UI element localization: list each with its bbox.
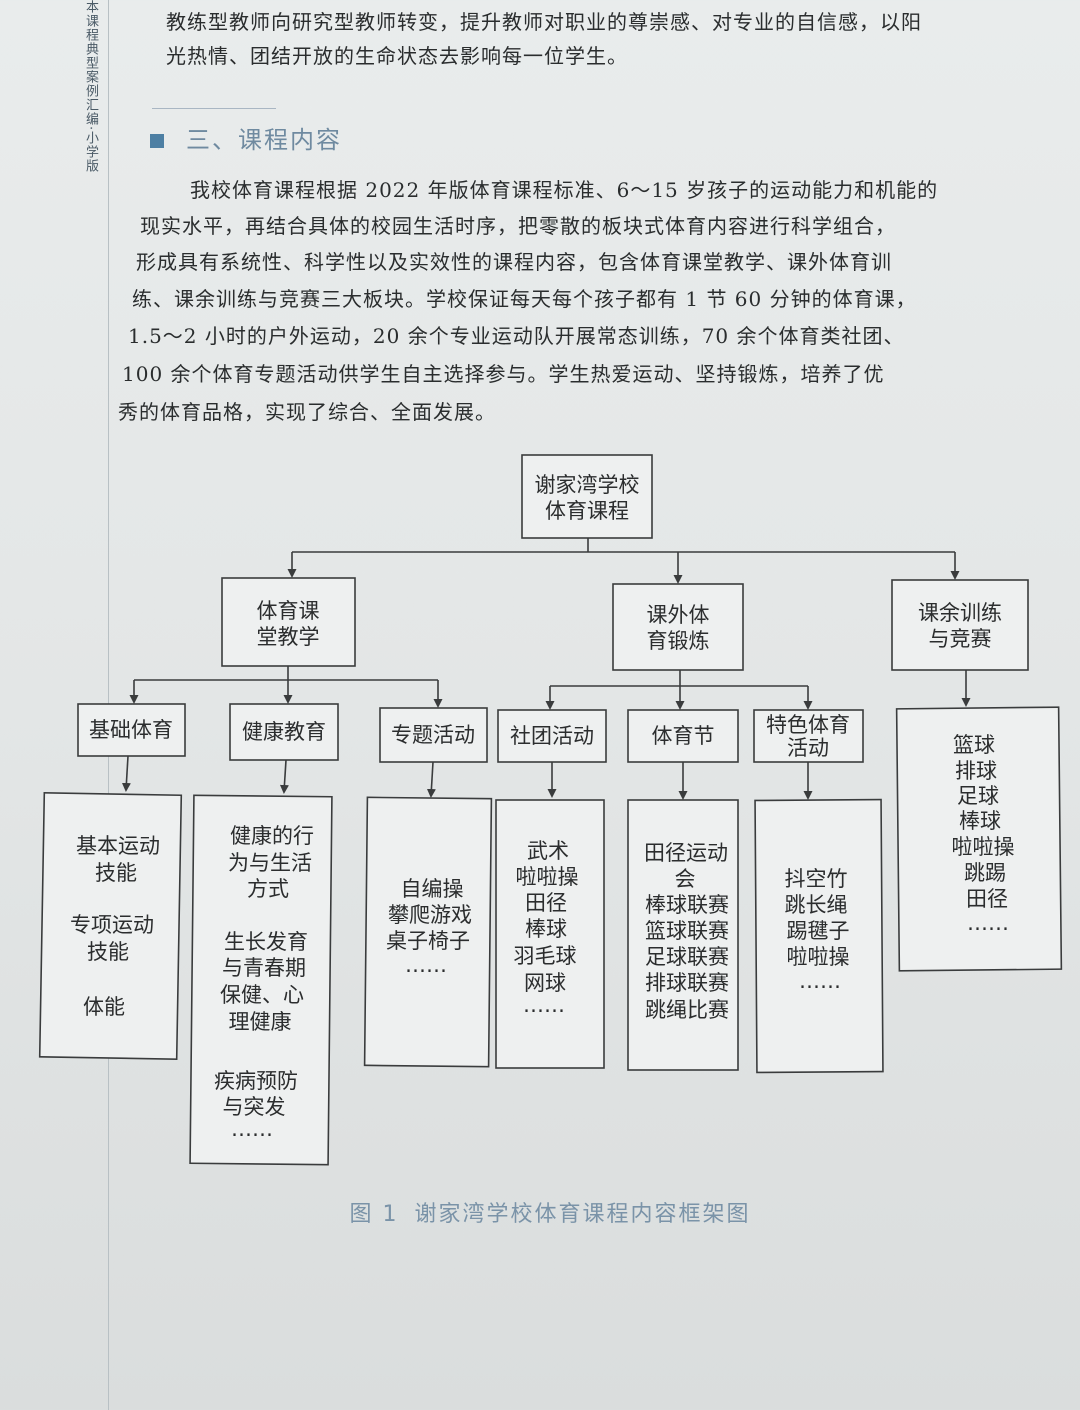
body-line-1: 我校体育课程根据 2022 年版体育课程标准、6～15 岁孩子的运动能力和机能的 <box>190 178 939 202</box>
svg-text:篮球联赛: 篮球联赛 <box>645 919 729 943</box>
category-health-education: 健康教育 <box>229 703 339 761</box>
svg-text:与竞赛: 与竞赛 <box>929 627 992 651</box>
svg-text:排球联赛: 排球联赛 <box>645 971 729 995</box>
svg-text:跳绳比赛: 跳绳比赛 <box>645 998 729 1022</box>
svg-text:技能: 技能 <box>87 940 129 964</box>
svg-text:羽毛球: 羽毛球 <box>514 944 577 968</box>
svg-text:啦啦操: 啦啦操 <box>787 945 850 969</box>
svg-text:基本运动: 基本运动 <box>76 834 160 858</box>
svg-text:基础体育: 基础体育 <box>89 718 173 742</box>
leaf-featured-activities: 抖空竹 跳长绳 踢毽子 啦啦操 …… <box>754 798 884 1074</box>
svg-text:踢毽子: 踢毽子 <box>787 919 850 943</box>
intro-line-1: 教练型教师向研究型教师转变，提升教师对职业的尊崇感、对专业的自信感，以阳 <box>166 10 922 34</box>
svg-text:……: …… <box>231 1117 273 1141</box>
diagram-root-node: 谢家湾学校 体育课程 <box>521 454 653 539</box>
svg-text:排球: 排球 <box>955 759 997 783</box>
svg-text:棒球: 棒球 <box>959 809 1001 833</box>
svg-text:体能: 体能 <box>83 995 125 1019</box>
svg-text:堂教学: 堂教学 <box>257 625 320 649</box>
svg-text:理健康: 理健康 <box>229 1010 292 1034</box>
svg-text:技能: 技能 <box>95 861 137 885</box>
svg-text:网球: 网球 <box>524 971 566 995</box>
svg-text:啦啦操: 啦啦操 <box>952 835 1015 859</box>
category-clubs: 社团活动 <box>497 709 607 763</box>
figure-number: 图 1 <box>349 1202 399 1227</box>
svg-text:……: …… <box>799 969 841 993</box>
leaf-sports-festival: 田径运动 会 棒球联赛 篮球联赛 足球联赛 排球联赛 跳绳比赛 <box>627 799 739 1071</box>
svg-text:……: …… <box>405 953 447 977</box>
svg-text:跳长绳: 跳长绳 <box>785 893 848 917</box>
svg-text:体育课程: 体育课程 <box>545 499 629 523</box>
svg-text:足球联赛: 足球联赛 <box>645 945 729 969</box>
svg-text:专题活动: 专题活动 <box>391 723 475 747</box>
svg-text:方式: 方式 <box>247 877 289 901</box>
svg-text:体育节: 体育节 <box>652 724 715 748</box>
svg-text:疾病预防: 疾病预防 <box>214 1069 298 1093</box>
svg-text:足球: 足球 <box>957 784 999 808</box>
svg-text:健康教育: 健康教育 <box>242 720 326 744</box>
svg-text:与突发: 与突发 <box>223 1095 286 1119</box>
diagram-connectors <box>121 538 971 800</box>
category-basic-pe: 基础体育 <box>77 703 186 757</box>
branch-classroom-teaching: 体育课 堂教学 <box>221 577 356 667</box>
section-title: 三、课程内容 <box>186 126 342 154</box>
svg-text:与青春期: 与青春期 <box>222 956 306 980</box>
intro-line-2: 光热情、团结开放的生命状态去影响每一位学生。 <box>166 44 628 68</box>
svg-text:……: …… <box>967 911 1009 935</box>
body-line-5: 1.5～2 小时的户外运动，20 余个专业运动队开展常态训练，70 余个体育类社… <box>128 324 905 348</box>
svg-text:特色体育: 特色体育 <box>766 713 850 737</box>
svg-text:篮球: 篮球 <box>953 733 995 757</box>
body-line-4: 练、课余训练与竞赛三大板块。学校保证每天每个孩子都有 1 节 60 分钟的体育课… <box>132 287 917 311</box>
body-line-2: 现实水平，再结合具体的校园生活时序，把零散的板块式体育内容进行科学组合， <box>140 214 896 238</box>
branch-training-competition: 课余训练 与竞赛 <box>891 579 1029 671</box>
svg-text:课余训练: 课余训练 <box>918 601 1002 625</box>
leaf-training-competition: 篮球 排球 足球 棒球 啦啦操 跳踢 田径 …… <box>895 706 1063 972</box>
svg-text:谢家湾学校: 谢家湾学校 <box>535 473 640 497</box>
svg-text:保健、心: 保健、心 <box>220 983 304 1007</box>
svg-text:生长发育: 生长发育 <box>224 930 308 954</box>
category-featured-activities: 特色体育 活动 <box>753 709 864 763</box>
figure-title: 谢家湾学校体育课程内容框架图 <box>414 1202 751 1227</box>
section-divider <box>152 108 276 109</box>
svg-text:桌子椅子: 桌子椅子 <box>386 929 470 953</box>
svg-text:棒球: 棒球 <box>525 917 567 941</box>
svg-text:啦啦操: 啦啦操 <box>516 865 579 889</box>
svg-text:会: 会 <box>675 867 696 891</box>
svg-text:棒球联赛: 棒球联赛 <box>645 893 729 917</box>
category-sports-festival: 体育节 <box>627 709 739 763</box>
svg-text:田径: 田径 <box>966 887 1008 911</box>
svg-text:课外体: 课外体 <box>647 603 710 627</box>
svg-text:自编操: 自编操 <box>401 877 464 901</box>
svg-text:活动: 活动 <box>787 736 829 760</box>
svg-text:体育课: 体育课 <box>257 599 320 623</box>
svg-text:田径运动: 田径运动 <box>644 841 728 865</box>
leaf-basic-pe: 基本运动 技能 专项运动 技能 体能 <box>38 792 183 1060</box>
category-theme-activities: 专题活动 <box>379 707 488 763</box>
leaf-clubs: 武术 啦啦操 田径 棒球 羽毛球 网球 …… <box>495 799 605 1069</box>
svg-text:专项运动: 专项运动 <box>70 913 154 937</box>
svg-text:武术: 武术 <box>527 839 569 863</box>
svg-text:抖空竹: 抖空竹 <box>785 867 848 891</box>
svg-text:育锻炼: 育锻炼 <box>647 629 710 653</box>
svg-text:……: …… <box>523 993 565 1017</box>
body-line-3: 形成具有系统性、科学性以及实效性的课程内容，包含体育课堂教学、课外体育训 <box>136 250 892 274</box>
leaf-theme-activities: 自编操 攀爬游戏 桌子椅子 …… <box>363 796 493 1068</box>
body-line-6: 100 余个体育专题活动供学生自主选择参与。学生热爱运动、坚持锻炼，培养了优 <box>122 362 885 386</box>
figure-caption: 图 1 谢家湾学校体育课程内容框架图 <box>0 1196 1080 1228</box>
branch-extracurricular-exercise: 课外体 育锻炼 <box>612 583 744 671</box>
body-line-7: 秀的体育品格，实现了综合、全面发展。 <box>118 400 496 424</box>
svg-text:攀爬游戏: 攀爬游戏 <box>388 903 472 927</box>
svg-text:跳踢: 跳踢 <box>964 861 1006 885</box>
svg-text:社团活动: 社团活动 <box>510 724 594 748</box>
leaf-health-education: 健康的行 为与生活 方式 生长发育 与青春期 保健、心 理健康 疾病预防 与突发… <box>189 794 333 1166</box>
svg-text:为与生活: 为与生活 <box>228 851 312 875</box>
side-running-title: 本课程典型案例汇编·小学版 <box>83 0 98 174</box>
svg-text:健康的行: 健康的行 <box>230 824 314 848</box>
section-marker <box>150 134 164 148</box>
svg-text:田径: 田径 <box>525 891 567 915</box>
